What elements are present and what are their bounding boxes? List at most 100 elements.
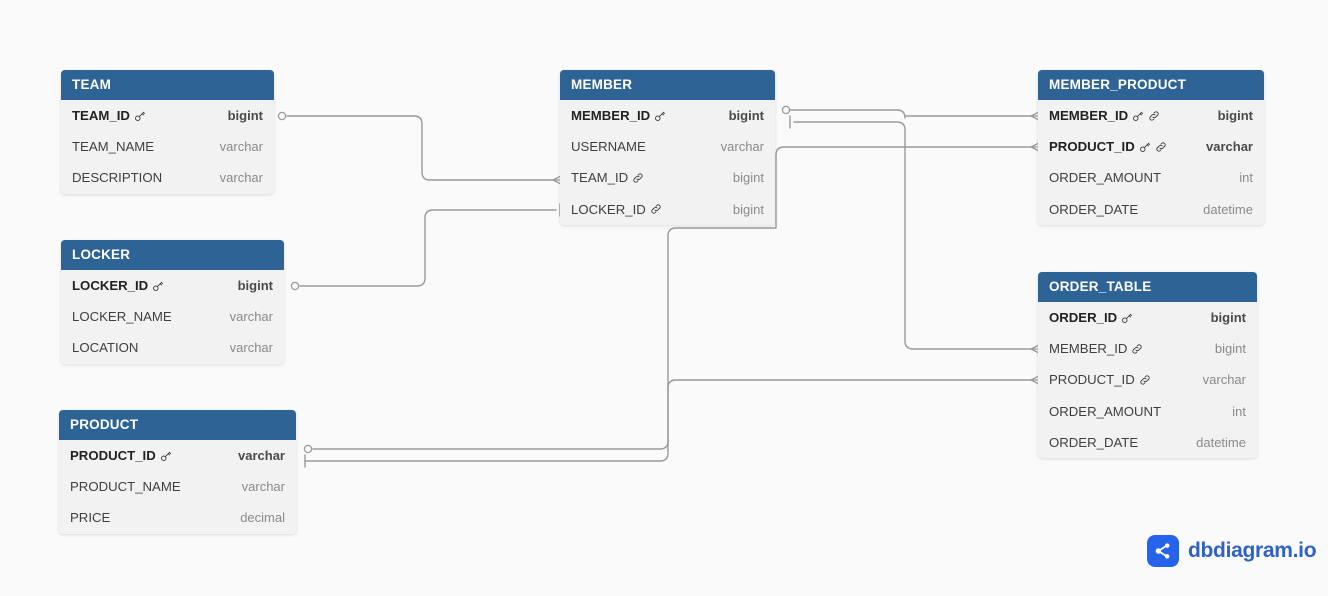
field-label: PRODUCT_ID	[1049, 139, 1135, 155]
link-icon	[1148, 110, 1160, 122]
field-row-member_product-order_amount[interactable]: ORDER_AMOUNT int	[1038, 162, 1264, 193]
field-type: bigint	[237, 278, 273, 294]
table-header-member[interactable]: MEMBER	[560, 70, 775, 100]
field-type: int	[1232, 403, 1246, 419]
field-label: ORDER_DATE	[1049, 434, 1139, 450]
link-icon	[1155, 141, 1167, 153]
edge-member-ordertable	[789, 115, 1042, 355]
field-type: bigint	[1214, 341, 1246, 357]
field-label: TEAM_NAME	[72, 139, 155, 155]
field-type: varchar	[229, 309, 273, 325]
field-row-member_product-member_id[interactable]: MEMBER_ID bigint	[1038, 100, 1264, 131]
field-row-order_table-order_id[interactable]: ORDER_ID bigint	[1038, 302, 1257, 333]
field-row-order_table-product_id[interactable]: PRODUCT_ID varchar	[1038, 364, 1257, 395]
field-type: varchar	[1202, 372, 1246, 388]
field-type: int	[1239, 170, 1253, 186]
field-type: datetime	[1196, 434, 1246, 450]
field-name-group: TEAM_ID	[571, 170, 644, 185]
field-type: varchar	[229, 340, 273, 356]
field-type: decimal	[240, 510, 285, 526]
field-row-product-product_name[interactable]: PRODUCT_NAME varchar	[59, 471, 296, 502]
field-row-member_product-product_id[interactable]: PRODUCT_ID varchar	[1038, 131, 1264, 162]
field-row-member-member_id[interactable]: MEMBER_ID bigint	[560, 100, 775, 131]
field-name-group: ORDER_AMOUNT	[1049, 404, 1161, 419]
field-name-group: LOCATION	[72, 340, 138, 355]
field-name-group: TEAM_NAME	[72, 139, 154, 154]
field-name-group: MEMBER_ID	[1049, 108, 1160, 123]
field-row-locker-locker_name[interactable]: LOCKER_NAME varchar	[61, 301, 284, 332]
field-label: TEAM_ID	[72, 108, 130, 124]
field-row-order_table-member_id[interactable]: MEMBER_ID bigint	[1038, 333, 1257, 364]
field-name-group: PRODUCT_NAME	[70, 479, 181, 494]
field-name-group: MEMBER_ID	[571, 108, 666, 123]
link-icon	[1131, 343, 1143, 355]
field-row-member-username[interactable]: USERNAME varchar	[560, 131, 775, 162]
table-header-order_table[interactable]: ORDER_TABLE	[1038, 272, 1257, 302]
dbdiagram-branding[interactable]: dbdiagram.io	[1147, 535, 1317, 567]
field-label: PRODUCT_NAME	[70, 479, 181, 495]
key-icon	[1132, 110, 1144, 122]
table-header-product[interactable]: PRODUCT	[59, 410, 296, 440]
field-label: ORDER_ID	[1049, 310, 1118, 326]
field-type: bigint	[732, 170, 764, 186]
table-header-team[interactable]: TEAM	[61, 70, 274, 100]
dbdiagram-logo-text: dbdiagram.io	[1188, 539, 1317, 562]
field-row-team-team_id[interactable]: TEAM_ID bigint	[61, 100, 274, 131]
field-name-group: ORDER_AMOUNT	[1049, 170, 1161, 185]
field-type: varchar	[238, 448, 285, 464]
field-label: LOCKER_ID	[72, 278, 149, 294]
dbdiagram-logo-icon	[1147, 535, 1179, 567]
edge-locker-member	[290, 203, 561, 291]
field-label: LOCKER_ID	[571, 201, 646, 217]
field-type: varchar	[720, 139, 764, 155]
key-icon	[152, 280, 164, 292]
field-row-order_table-order_amount[interactable]: ORDER_AMOUNT int	[1038, 396, 1257, 427]
field-label: MEMBER_ID	[1049, 341, 1128, 357]
field-name-group: LOCKER_ID	[72, 278, 164, 293]
field-row-locker-locker_id[interactable]: LOCKER_ID bigint	[61, 270, 284, 301]
field-name-group: DESCRIPTION	[72, 170, 162, 185]
field-row-member-team_id[interactable]: TEAM_ID bigint	[560, 162, 775, 193]
field-label: LOCATION	[72, 340, 139, 356]
field-row-product-price[interactable]: PRICE decimal	[59, 502, 296, 533]
field-name-group: USERNAME	[571, 139, 646, 154]
table-header-locker[interactable]: LOCKER	[61, 240, 284, 270]
field-type: bigint	[227, 108, 263, 124]
field-type: varchar	[1206, 139, 1253, 155]
field-label: PRICE	[70, 510, 111, 526]
field-type: bigint	[732, 201, 764, 217]
field-label: MEMBER_ID	[571, 108, 651, 124]
field-name-group: TEAM_ID	[72, 108, 146, 123]
field-name-group: PRICE	[70, 510, 110, 525]
field-label: LOCKER_NAME	[72, 309, 172, 325]
field-name-group: PRODUCT_ID	[1049, 372, 1151, 387]
field-row-member-locker_id[interactable]: LOCKER_ID bigint	[560, 194, 775, 225]
field-name-group: ORDER_DATE	[1049, 202, 1138, 217]
field-row-order_table-order_date[interactable]: ORDER_DATE datetime	[1038, 427, 1257, 458]
field-name-group: ORDER_ID	[1049, 310, 1133, 325]
field-name-group: ORDER_DATE	[1049, 435, 1138, 450]
field-type: bigint	[1217, 108, 1253, 124]
link-icon	[650, 203, 662, 215]
field-type: bigint	[728, 108, 764, 124]
field-type: bigint	[1210, 310, 1246, 326]
key-icon	[654, 110, 666, 122]
field-label: TEAM_ID	[571, 170, 629, 186]
table-header-member_product[interactable]: MEMBER_PRODUCT	[1038, 70, 1264, 100]
key-icon	[1121, 312, 1133, 324]
field-label: DESCRIPTION	[72, 170, 163, 186]
field-type: varchar	[241, 479, 285, 495]
field-row-locker-location[interactable]: LOCATION varchar	[61, 332, 284, 363]
edge-product-ordertable	[304, 374, 1042, 468]
